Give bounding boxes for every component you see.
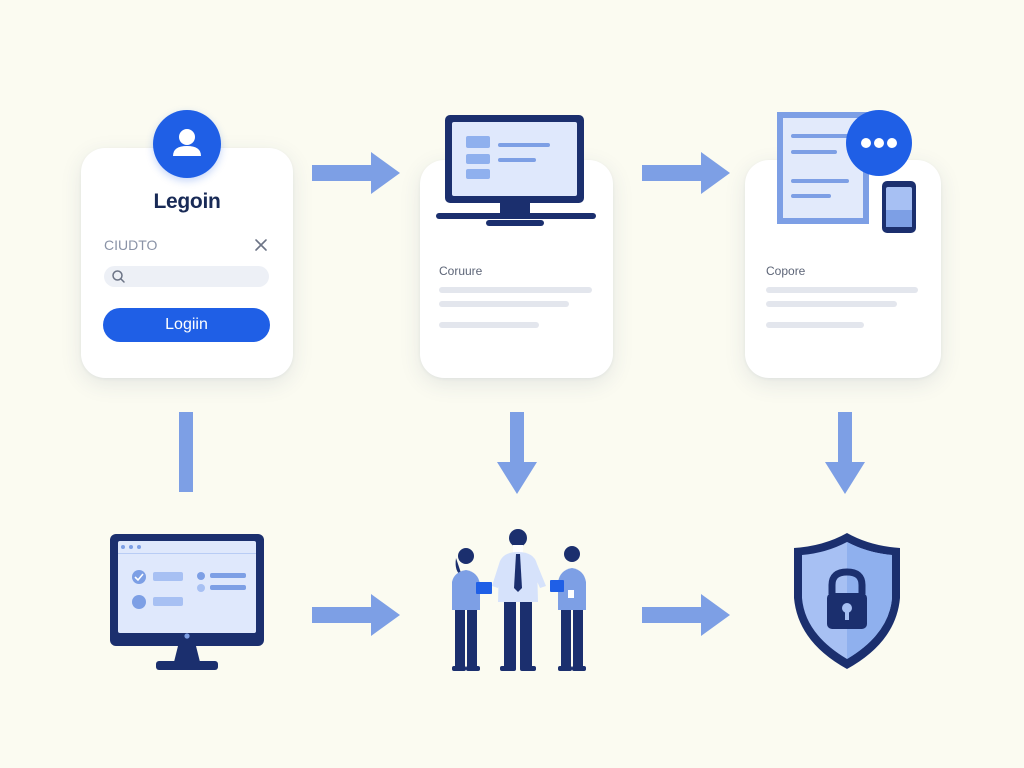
flow-arrow-down [825, 412, 865, 494]
security-shield-lock-icon [794, 533, 900, 669]
flow-arrow-right [642, 152, 730, 194]
login-title: Legoin [153, 190, 221, 213]
text-line [766, 287, 918, 293]
monitor-icon [436, 115, 596, 226]
text-line [766, 322, 864, 328]
search-icon [112, 270, 125, 283]
flow-arrow-right [312, 594, 400, 636]
close-icon[interactable] [254, 238, 268, 252]
document-card-caption: Copore [766, 264, 806, 278]
login-card [81, 148, 293, 378]
flow-arrow-right [642, 594, 730, 636]
text-line [766, 301, 897, 307]
user-avatar [153, 110, 221, 178]
flow-arrow-down [497, 412, 537, 494]
login-button[interactable]: Logiin [103, 308, 270, 342]
field-label: CIUDTO [104, 237, 158, 253]
desktop-dashboard-icon [110, 534, 264, 670]
text-line [439, 287, 592, 293]
search-input[interactable] [104, 266, 269, 287]
team-people-icon [452, 529, 586, 671]
phone-icon [882, 181, 916, 233]
text-line [439, 322, 539, 328]
flow-connector-line [179, 412, 193, 492]
monitor-card-caption: Coruure [439, 264, 483, 278]
chat-bubble-icon [846, 110, 912, 176]
flow-arrow-right [312, 152, 400, 194]
text-line [439, 301, 569, 307]
user-icon [173, 129, 201, 156]
